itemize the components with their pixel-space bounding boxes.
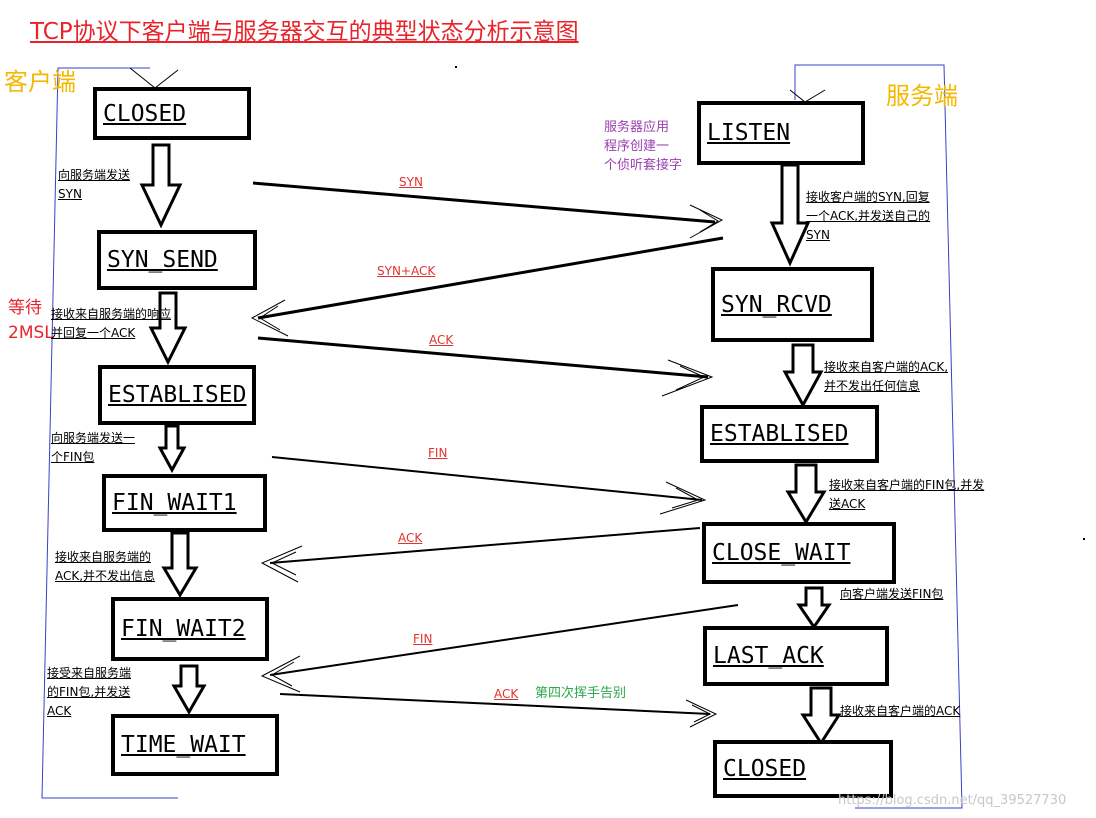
msg-label-syn: SYN	[399, 175, 423, 189]
diagram-title: TCP协议下客户端与服务器交互的典型状态分析示意图	[30, 19, 579, 45]
server-state-syn-rcvd: SYN_RCVD	[711, 267, 874, 342]
server-note-send-fin: 向客户端发送FIN包	[840, 587, 944, 601]
client-note-recv-fin: 接受来自服务端 的FIN包,并发送 ACK	[47, 666, 132, 718]
stray-dot	[1083, 538, 1085, 540]
server-note-recv-last-ack: 接收来自客户端的ACK	[840, 704, 961, 718]
state-label: TIME_WAIT	[121, 732, 246, 758]
msg-label-ack-3: ACK	[494, 687, 519, 701]
msg-line-synack	[250, 236, 724, 337]
client-boundary-line	[41, 67, 178, 799]
fourth-wave-label: 第四次挥手告别	[535, 686, 627, 701]
server-arrow-4	[796, 586, 832, 630]
client-arrow-5	[171, 664, 207, 716]
state-label: LAST_ACK	[713, 643, 824, 669]
client-entry-arrow	[129, 67, 179, 89]
state-label: LISTEN	[707, 120, 791, 146]
watermark: https://blog.csdn.net/qq_39527730	[838, 793, 1067, 808]
msg-label-fin-1: FIN	[428, 446, 448, 460]
client-state-syn-send: SYN_SEND	[97, 230, 257, 290]
server-note-recv-syn: 接收客户端的SYN,回复 一个ACK,并发送自己的 SYN	[806, 190, 931, 242]
msg-line-syn	[252, 181, 724, 239]
server-arrow-3	[785, 463, 827, 525]
server-note-listen: 服务器应用 程序创建一 个侦听套接字	[604, 120, 683, 173]
client-state-fin-wait1: FIN_WAIT1	[102, 474, 267, 532]
state-label: FIN_WAIT2	[121, 616, 246, 642]
state-label: FIN_WAIT1	[112, 490, 237, 516]
server-state-closed: CLOSED	[713, 740, 893, 798]
server-label: 服务端	[886, 82, 958, 110]
client-note-send-fin: 向服务端发送一 个FIN包	[51, 431, 136, 464]
state-label: SYN_RCVD	[721, 291, 832, 318]
msg-label-synack: SYN+ACK	[377, 264, 436, 278]
server-note-recv-ack: 接收来自客户端的ACK, 并不发出任何信息	[824, 360, 949, 393]
client-state-time-wait: TIME_WAIT	[111, 714, 279, 776]
client-arrow-4	[161, 531, 199, 598]
state-label: ESTABLISED	[710, 421, 849, 447]
client-arrow-3	[157, 424, 187, 474]
msg-line-ack-2	[260, 527, 701, 583]
msg-line-ack-3	[279, 693, 718, 728]
server-arrow-1	[769, 163, 811, 267]
msg-line-fin-2	[260, 604, 739, 693]
client-state-fin-wait2: FIN_WAIT2	[111, 597, 269, 661]
client-state-established: ESTABLISED	[98, 365, 256, 425]
server-note-recv-fin: 接收来自客户端的FIN包,并发 送ACK	[829, 478, 985, 511]
state-label: SYN_SEND	[107, 247, 218, 273]
wait-2msl-label: 等待 2MSL	[8, 298, 54, 343]
client-note-recv-synack: 接收来自服务端的响应 并回复一个ACK	[51, 307, 172, 340]
server-arrow-2	[782, 343, 824, 409]
state-label: ESTABLISED	[108, 382, 247, 408]
client-arrow-1	[139, 143, 183, 229]
state-label: CLOSED	[103, 100, 187, 127]
msg-label-ack-2: ACK	[398, 531, 423, 545]
state-label: CLOSED	[723, 756, 807, 782]
server-state-close-wait: CLOSE_WAIT	[702, 522, 896, 584]
client-label: 客户端	[4, 68, 76, 96]
server-state-last-ack: LAST_ACK	[703, 626, 889, 686]
msg-line-ack-1	[257, 336, 714, 397]
client-note-recv-ack: 接收来自服务端的 ACK,并不发出信息	[55, 550, 156, 583]
msg-line-fin-1	[271, 456, 707, 515]
client-note-send-syn: 向服务端发送 SYN	[58, 168, 131, 201]
client-arrow-2	[148, 291, 188, 366]
msg-label-fin-2: FIN	[413, 632, 433, 646]
stray-dot	[455, 66, 457, 68]
server-state-established: ESTABLISED	[700, 405, 879, 463]
server-state-listen: LISTEN	[697, 101, 865, 165]
server-arrow-5	[800, 686, 842, 746]
state-label: CLOSE_WAIT	[712, 540, 851, 566]
server-boundary-line	[794, 64, 963, 809]
msg-label-ack-1: ACK	[429, 333, 454, 347]
client-state-closed: CLOSED	[93, 87, 251, 140]
